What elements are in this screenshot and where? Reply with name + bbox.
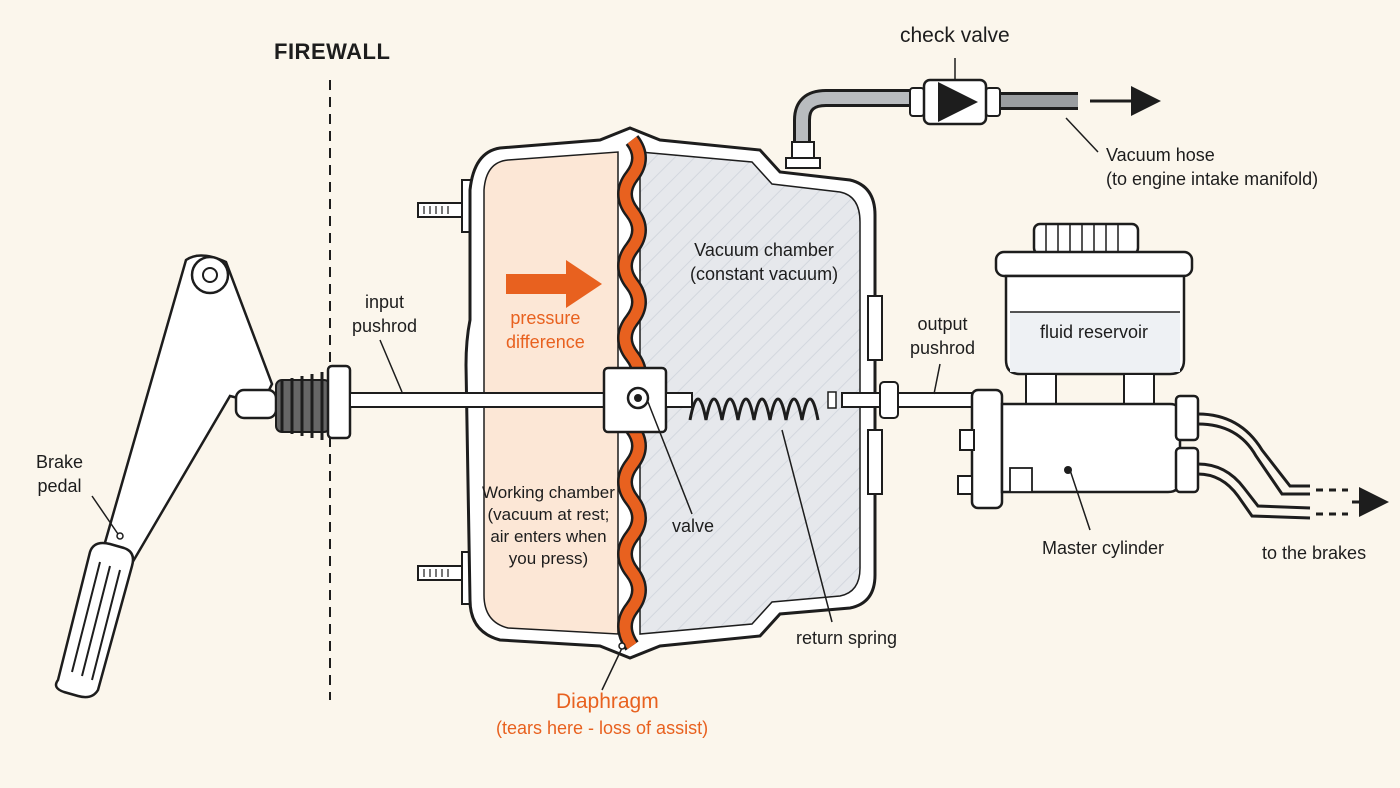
vacuum-chamber-line-2: (constant vacuum) [690,264,839,284]
working-chamber-line-4: you press) [508,549,589,568]
diaphragm-note: (tears here - loss of assist) [496,718,709,738]
fluid-reservoir-label: fluid reservoir [1040,322,1149,342]
vacuum-hose [785,89,1078,169]
working-chamber-line-1: Working chamber [482,483,615,502]
vacuum-chamber-line-1: Vacuum chamber [694,240,834,260]
valve-body [602,366,693,434]
pressure-difference-line-2: difference [506,332,585,352]
diaphragm-label: Diaphragm [556,690,659,713]
brake-lines [1197,412,1389,520]
valve-label: valve [672,516,715,536]
working-chamber-label: Working chamber (vacuum at rest; air ent… [482,482,615,570]
return-spring-label: return spring [796,628,898,648]
pressure-difference-label: pressure difference [506,306,585,354]
brake-pedal-line-1: Brake [36,452,84,472]
output-pushrod-line-2: pushrod [910,338,976,358]
arrow-right-icon [506,260,602,308]
input-pushrod-label: input pushrod [352,290,417,338]
output-pushrod-label: output pushrod [910,312,975,360]
to-the-brakes-label: to the brakes [1262,543,1367,563]
check-valve-label: check valve [900,24,1010,47]
return-spring [688,397,820,421]
pushrod-line [349,381,973,419]
leader-lines [91,117,1099,691]
vacuum-hose-line-2: (to engine intake manifold) [1106,169,1319,189]
brake-pedal-label: Brake pedal [36,450,83,498]
input-boot [275,364,352,440]
fluid-reservoir [994,222,1194,413]
working-chamber-line-3: air enters when [490,527,607,546]
input-pushrod-line-2: pushrod [352,316,418,336]
working-chamber-line-2: (vacuum at rest; [487,505,610,524]
pressure-difference-line-1: pressure [510,308,581,328]
master-cylinder [957,388,1200,510]
vacuum-chamber-label: Vacuum chamber (constant vacuum) [690,238,838,286]
firewall-label: FIREWALL [274,39,391,64]
vacuum-hose-line-1: Vacuum hose [1106,145,1215,165]
output-pushrod-line-1: output [917,314,968,334]
vacuum-hose-label: Vacuum hose (to engine intake manifold) [1106,143,1318,191]
input-pushrod-line-1: input [365,292,405,312]
master-cylinder-label: Master cylinder [1042,538,1165,558]
check-valve [909,78,1001,126]
brake-pedal [54,254,278,699]
brake-pedal-line-2: pedal [37,476,82,496]
